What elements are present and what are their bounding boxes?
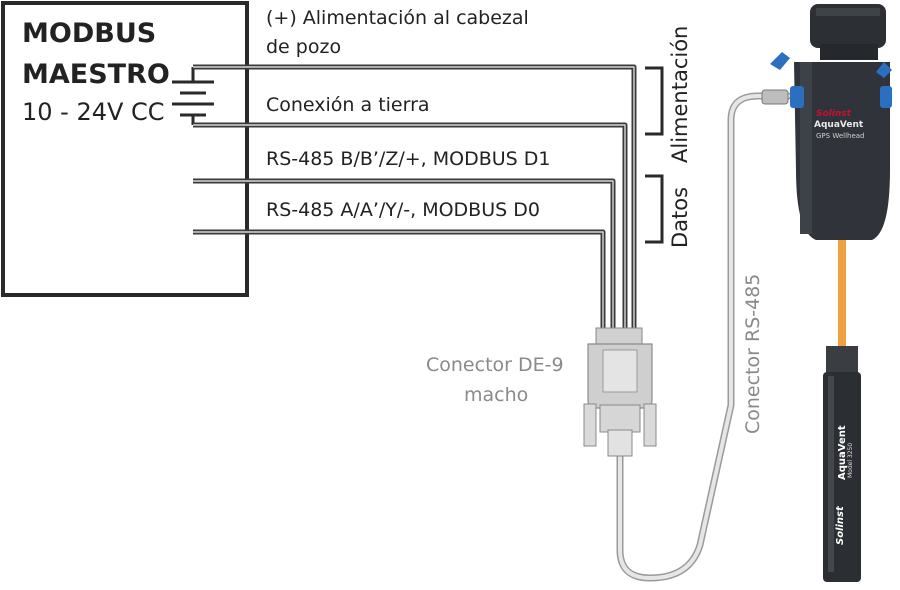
rs485-b-wire [193,178,616,330]
ground-wire [193,122,628,330]
transducer [823,346,861,582]
data-bracket-label: Datos [668,186,692,248]
connector-label-line1: Conector DE-9 [426,354,564,376]
rs485-b-label: RS-485 B/B’/Z/+, MODBUS D1 [266,148,551,170]
orange-cable [838,240,846,348]
master-title-line1: MODBUS [22,18,157,49]
modbus-master-box [1,1,249,297]
transducer-brand: Solinst [835,506,846,545]
power-label-line1: (+) Alimentación al cabezal [266,7,529,29]
transducer-model: Model 3250 [847,442,854,478]
ground-label: Conexión a tierra [266,94,430,116]
power-bracket [645,66,664,136]
head-product: AquaVent [814,120,864,130]
cable-label: Conector RS-485 [742,273,764,434]
de9-connector [583,327,657,457]
head-brand: Solinst [816,109,851,119]
wellhead-device [761,4,892,240]
dc-supply-symbol [172,67,214,125]
power-label-line2: de pozo [266,36,342,58]
rs485-a-label: RS-485 A/A’/Y/-, MODBUS D0 [266,199,540,221]
connector-label-line2: macho [464,384,529,406]
head-model: GPS Wellhead [816,132,865,140]
power-wire [193,64,637,330]
data-bracket [645,174,664,244]
master-title-line2: MAESTRO [22,59,170,90]
rs485-a-wire [193,229,606,330]
master-voltage: 10 - 24V CC [22,98,165,126]
power-bracket-label: Alimentación [668,25,692,163]
